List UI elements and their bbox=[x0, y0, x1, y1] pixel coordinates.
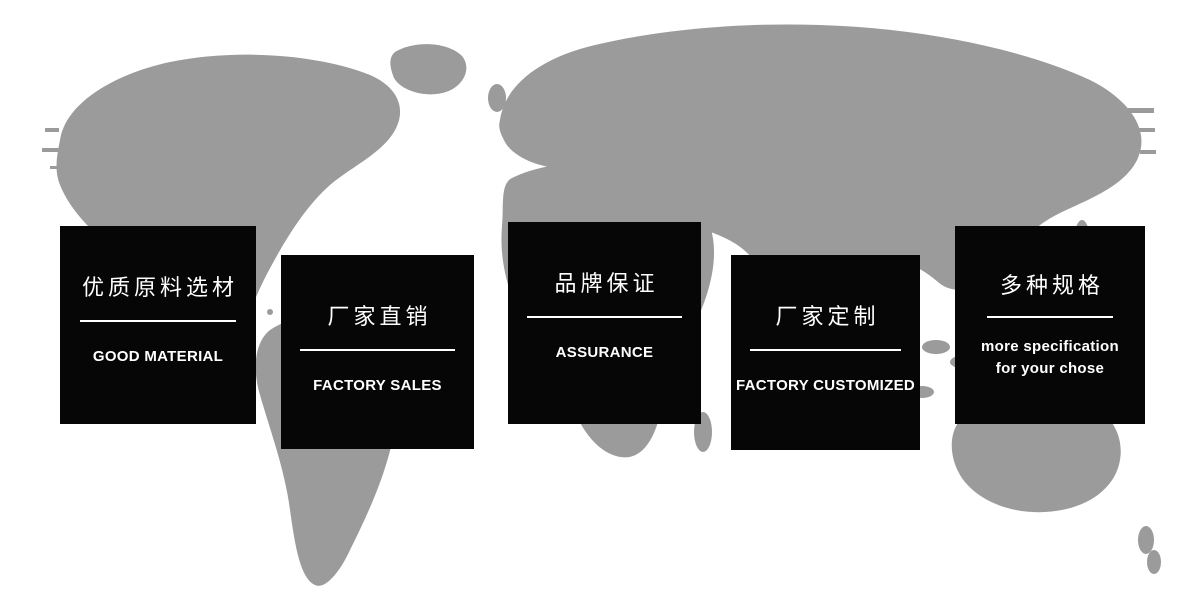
continent-greenland bbox=[390, 44, 467, 95]
card-title-zh: 厂家直销 bbox=[327, 304, 432, 329]
card-divider bbox=[527, 316, 682, 318]
continent-north-america bbox=[56, 54, 401, 341]
card-divider bbox=[987, 316, 1113, 318]
card-subtitle-en: FACTORY CUSTOMIZED bbox=[735, 377, 916, 394]
card-subtitle-en: GOOD MATERIAL bbox=[92, 348, 224, 365]
feature-card-factory-customized: 厂家定制 FACTORY CUSTOMIZED bbox=[731, 255, 920, 450]
card-subtitle-en: FACTORY SALES bbox=[313, 377, 442, 394]
card-title-zh: 优质原料选材 bbox=[81, 275, 238, 300]
feature-card-more-specification: 多种规格 more specification for your chose bbox=[955, 226, 1145, 424]
card-divider bbox=[749, 349, 902, 351]
card-subtitle-en: more specification for your chose bbox=[981, 338, 1119, 377]
feature-card-factory-sales: 厂家直销 FACTORY SALES bbox=[281, 255, 474, 449]
card-title-zh: 厂家定制 bbox=[775, 304, 880, 329]
card-title-zh: 品牌保证 bbox=[554, 271, 659, 296]
feature-card-assurance: 品牌保证 ASSURANCE bbox=[508, 222, 701, 424]
card-divider bbox=[300, 349, 455, 351]
feature-card-good-material: 优质原料选材 GOOD MATERIAL bbox=[60, 226, 256, 424]
card-divider bbox=[79, 320, 237, 322]
card-title-zh: 多种规格 bbox=[999, 273, 1104, 298]
card-subtitle-en: ASSURANCE bbox=[555, 344, 654, 361]
